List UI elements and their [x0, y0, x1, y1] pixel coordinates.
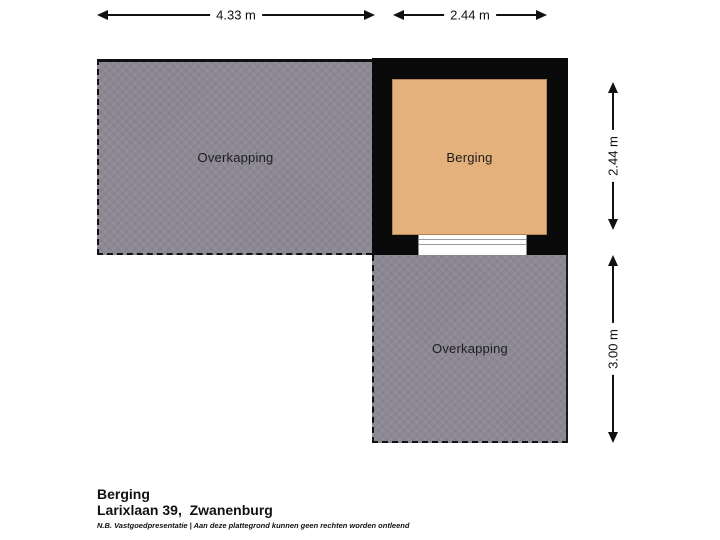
dimension-right-lower: 3.00 m — [604, 255, 622, 443]
dimension-top-left: 4.33 m — [97, 6, 375, 24]
dimension-label: 4.33 m — [210, 6, 262, 24]
arrow-left-icon — [393, 10, 404, 20]
area-overkapping-left: Overkapping — [97, 59, 372, 255]
room-berging-walls: Berging — [372, 58, 568, 255]
dimension-top-right: 2.44 m — [393, 6, 547, 24]
arrow-left-icon — [97, 10, 108, 20]
arrow-right-icon — [536, 10, 547, 20]
plan-title: Berging — [97, 486, 150, 502]
door-frame-line — [419, 244, 526, 245]
arrow-up-icon — [608, 255, 618, 266]
plan-address: Larixlaan 39, Zwanenburg — [97, 502, 273, 518]
door-frame-line — [419, 239, 526, 240]
area-overkapping-bottom: Overkapping — [372, 255, 568, 443]
area-label: Overkapping — [197, 150, 274, 165]
dimension-label: 2.44 m — [604, 130, 622, 182]
dimension-label: 2.44 m — [444, 6, 496, 24]
arrow-up-icon — [608, 82, 618, 93]
footer: Berging Larixlaan 39, Zwanenburg N.B. Va… — [97, 486, 409, 530]
door-opening — [418, 235, 527, 255]
plan-disclaimer: N.B. Vastgoedpresentatie | Aan deze plat… — [97, 521, 410, 530]
room-berging: Berging — [392, 79, 547, 235]
arrow-down-icon — [608, 219, 618, 230]
area-label: Overkapping — [432, 340, 508, 356]
dimension-label: 3.00 m — [604, 323, 622, 375]
dimension-right-upper: 2.44 m — [604, 82, 622, 230]
arrow-right-icon — [364, 10, 375, 20]
room-label: Berging — [446, 149, 493, 165]
arrow-down-icon — [608, 432, 618, 443]
